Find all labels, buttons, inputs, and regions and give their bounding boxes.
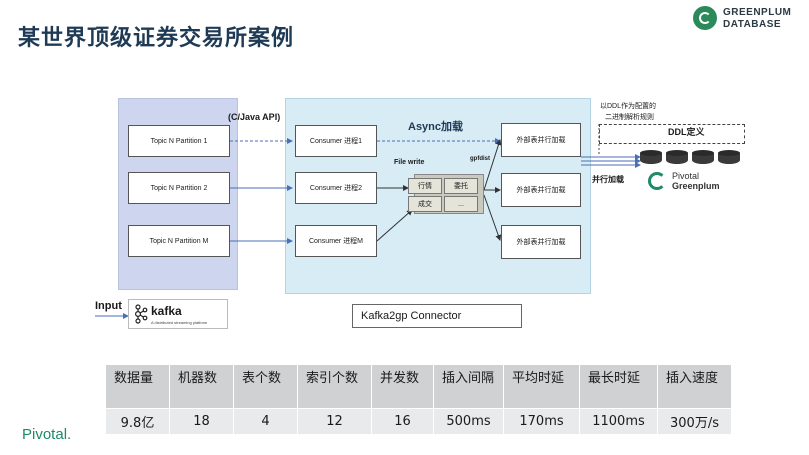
table-header-row: 数据量 机器数 表个数 索引个数 并发数 插入间隔 平均时延 最长时延 插入速度 bbox=[105, 364, 732, 409]
external-load-1-box: 外部表并行加载 bbox=[501, 123, 581, 157]
file-cell-more: ... bbox=[444, 196, 478, 212]
pivotal-greenplum-logo: Pivotal Greenplum bbox=[648, 170, 758, 194]
table-cell: 16 bbox=[371, 408, 434, 435]
ddl-definition-label: DDL定义 bbox=[668, 127, 705, 137]
arrow-consumerM-files bbox=[376, 209, 413, 242]
greenplum-logo-icon bbox=[693, 6, 717, 30]
pivotal-greenplum-line1: Pivotal bbox=[672, 171, 700, 181]
table-cell: 500ms bbox=[433, 408, 504, 435]
table-header-cell: 平均时延 bbox=[503, 364, 580, 409]
table-cell: 4 bbox=[233, 408, 298, 435]
external-load-2-box: 外部表并行加载 bbox=[501, 173, 581, 207]
table-cell: 170ms bbox=[503, 408, 580, 435]
table-header-cell: 并发数 bbox=[371, 364, 434, 409]
kafka-word: kafka bbox=[151, 304, 182, 318]
table-header-cell: 插入速度 bbox=[657, 364, 732, 409]
greenplum-database-logo: GREENPLUM DATABASE bbox=[693, 5, 803, 33]
file-cell-trades: 成交 bbox=[408, 196, 442, 212]
gpfdist-label: gpfdist bbox=[470, 156, 490, 162]
file-cell-quotes: 行情 bbox=[408, 178, 442, 194]
database-segment-icon bbox=[640, 150, 662, 166]
pivotal-greenplum-line2: Greenplum bbox=[672, 181, 720, 191]
database-segment-icon bbox=[718, 150, 740, 166]
table-header-cell: 机器数 bbox=[169, 364, 234, 409]
table-cell: 18 bbox=[169, 408, 234, 435]
pivotal-logo: Pivotal. bbox=[22, 426, 72, 443]
performance-table: 数据量 机器数 表个数 索引个数 并发数 插入间隔 平均时延 最长时延 插入速度… bbox=[105, 364, 732, 435]
async-load-label: Async加载 bbox=[408, 121, 464, 133]
table-header-cell: 插入间隔 bbox=[433, 364, 504, 409]
consumer-m-box: Consumer 进程M bbox=[295, 225, 377, 257]
table-header-cell: 表个数 bbox=[233, 364, 298, 409]
table-header-cell: 最长时延 bbox=[579, 364, 658, 409]
partition-m-box: Topic N Partition M bbox=[128, 225, 230, 257]
kafka-icon bbox=[134, 304, 148, 324]
table-row: 9.8亿 18 4 12 16 500ms 170ms 1100ms 300万/… bbox=[105, 408, 732, 435]
slide-title: 某世界顶级证券交易所案例 bbox=[18, 26, 295, 51]
table-cell: 1100ms bbox=[579, 408, 658, 435]
ddl-note-line1: 以DDL作为配置的 bbox=[600, 103, 657, 110]
file-write-label: File write bbox=[394, 159, 425, 166]
kafka-logo: kafka A distributed streaming platform bbox=[128, 299, 228, 329]
partition-2-box: Topic N Partition 2 bbox=[128, 172, 230, 204]
consumer-2-box: Consumer 进程2 bbox=[295, 172, 377, 204]
arrow-files-load1 bbox=[483, 139, 502, 191]
table-cell: 9.8亿 bbox=[105, 408, 170, 435]
partition-1-box: Topic N Partition 1 bbox=[128, 125, 230, 157]
c-java-api-label: (C/Java API) bbox=[228, 112, 281, 122]
greenplum-logo-line1: GREENPLUM bbox=[723, 7, 792, 18]
table-header-cell: 数据量 bbox=[105, 364, 170, 409]
ddl-note-line2: 二进制解析规则 bbox=[605, 114, 654, 121]
greenplum-logo-line2: DATABASE bbox=[723, 19, 782, 30]
input-label: Input bbox=[95, 300, 122, 312]
table-cell: 12 bbox=[297, 408, 372, 435]
consumer-1-box: Consumer 进程1 bbox=[295, 125, 377, 157]
table-cell: 300万/s bbox=[657, 408, 732, 435]
file-cell-orders: 委托 bbox=[444, 178, 478, 194]
external-load-m-box: 外部表并行加载 bbox=[501, 225, 581, 259]
pivotal-greenplum-icon bbox=[648, 172, 666, 190]
database-segment-icon bbox=[666, 150, 688, 166]
parallel-load-label: 并行加载 bbox=[592, 175, 624, 184]
architecture-diagram: Topic N Partition 1 Topic N Partition 2 … bbox=[95, 98, 758, 329]
arrow-files-loadM bbox=[483, 194, 502, 241]
kafka2gp-connector-label: Kafka2gp Connector bbox=[352, 304, 522, 328]
ddl-definition-box bbox=[599, 124, 745, 144]
database-segment-icon bbox=[692, 150, 714, 166]
table-header-cell: 索引个数 bbox=[297, 364, 372, 409]
diagram-arrows bbox=[95, 124, 641, 319]
kafka-tagline: A distributed streaming platform bbox=[151, 320, 208, 325]
